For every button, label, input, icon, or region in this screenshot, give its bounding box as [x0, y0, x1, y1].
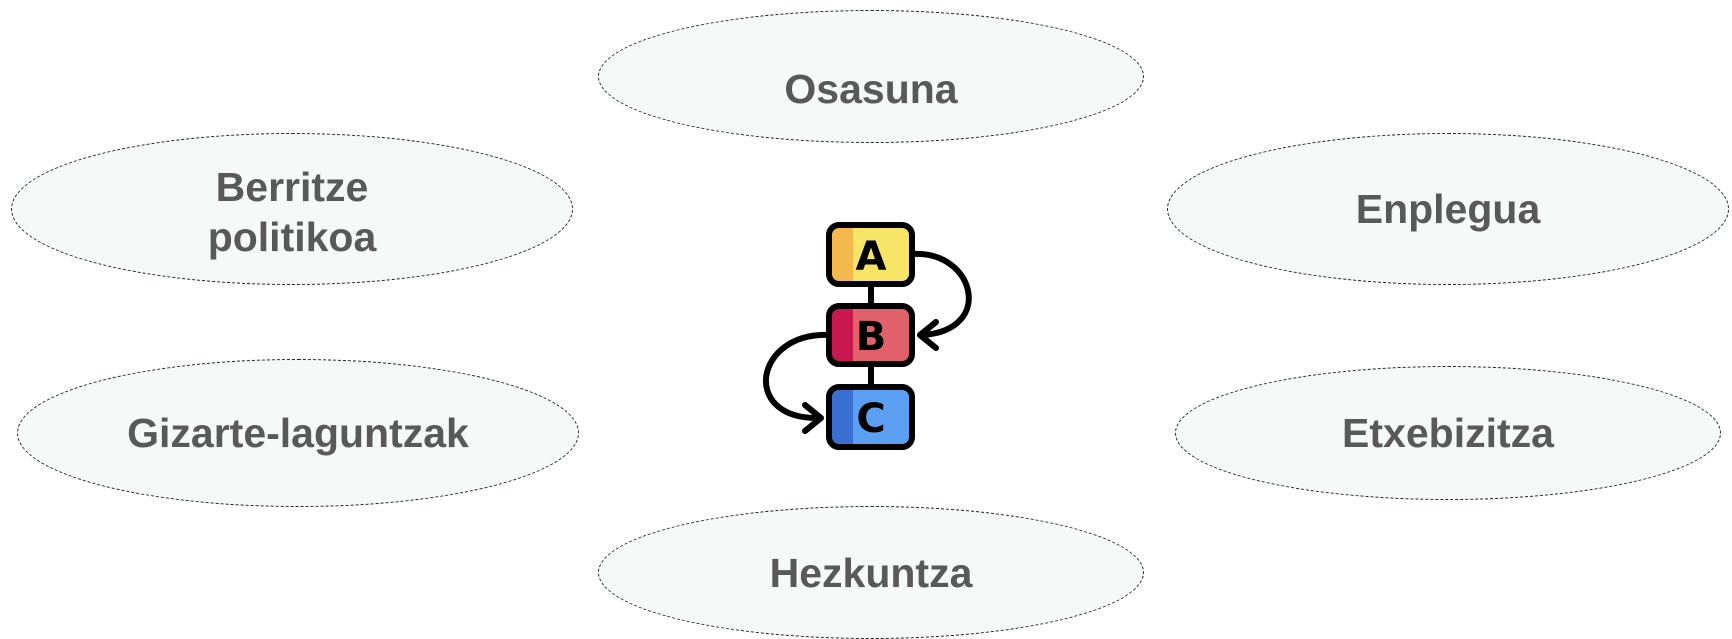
topic-label-hezkuntza: Hezkuntza: [769, 549, 973, 596]
topic-label-enplegua: Enplegua: [1355, 186, 1541, 232]
box-c: C: [826, 384, 915, 450]
box-a-letter: A: [856, 234, 887, 280]
topic-label-etxebizitza: Etxebizitza: [1342, 410, 1554, 456]
box-a: A: [826, 222, 915, 287]
topic-enplegua: Enplegua: [1167, 133, 1729, 285]
topic-osasuna: Osasuna: [598, 10, 1144, 143]
topic-label-berritze-politikoa: Berritze politikoa: [207, 164, 377, 260]
arrow-b-to-c: [763, 331, 832, 434]
topic-hezkuntza: Hezkuntza: [598, 506, 1144, 639]
box-b-letter: B: [856, 314, 887, 360]
process-flow-icon: A B C: [763, 222, 972, 450]
arrow-a-to-b: [909, 250, 972, 351]
topic-berritze-politikoa: Berritze politikoa: [11, 133, 573, 285]
box-b: B: [826, 303, 915, 367]
topic-label-gizarte-laguntzak: Gizarte-laguntzak: [127, 410, 469, 456]
box-c-letter: C: [856, 396, 885, 442]
topic-etxebizitza: Etxebizitza: [1175, 366, 1721, 500]
topic-gizarte-laguntzak: Gizarte-laguntzak: [17, 359, 579, 507]
topic-label-osasuna: Osasuna: [784, 65, 958, 112]
